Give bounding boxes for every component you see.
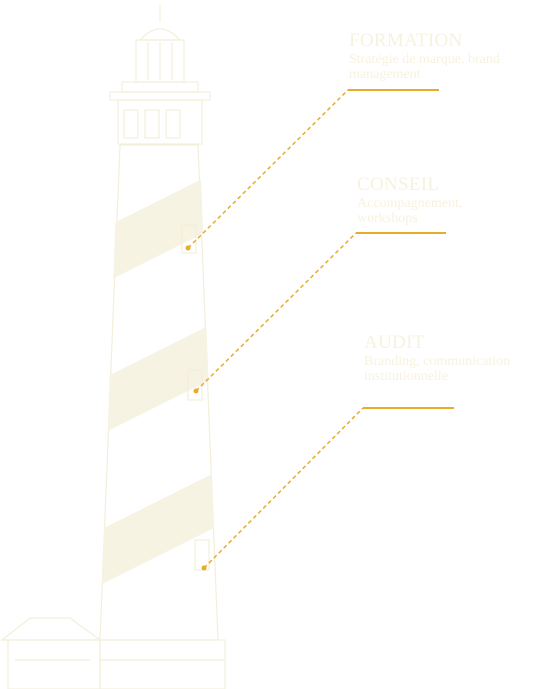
formation-desc: Stratégie de marque, brand management (349, 52, 500, 82)
connector-formation (185, 89, 439, 251)
label-conseil: CONSEIL Accompagnement, workshops (357, 174, 517, 226)
lighthouse-illustration (0, 5, 226, 689)
formation-title: FORMATION (349, 30, 463, 51)
conseil-desc: Accompagnement, workshops (357, 196, 463, 226)
audit-desc: Branding, communication institutionnelle (364, 354, 511, 384)
dot-audit (201, 565, 207, 571)
connector-conseil (193, 232, 446, 394)
label-audit: AUDIT Branding, communication institutio… (364, 332, 524, 384)
dot-formation (185, 245, 191, 251)
label-formation: FORMATION Stratégie de marque, brand man… (349, 30, 519, 82)
audit-title: AUDIT (364, 332, 425, 353)
connector-audit (201, 407, 454, 571)
dot-conseil (193, 388, 199, 394)
conseil-title: CONSEIL (357, 174, 440, 195)
